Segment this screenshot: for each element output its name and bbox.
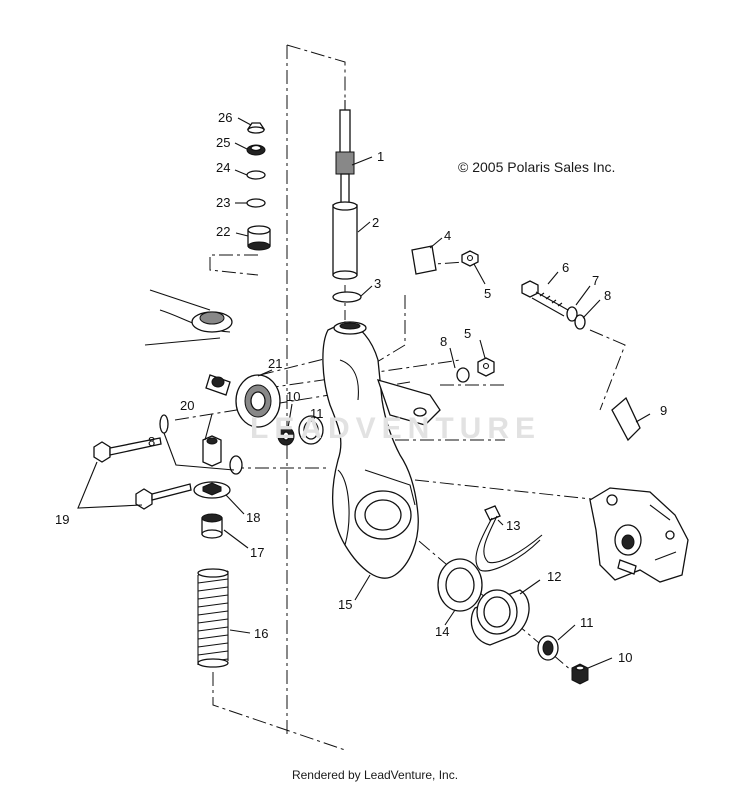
part-9-brake-pad — [611, 396, 641, 442]
callout-labels: 1 2 3 4 5 5 6 7 8 8 8 9 10 10 11 11 12 1… — [55, 110, 667, 665]
part-25-nut — [246, 144, 266, 156]
callout-16: 16 — [254, 626, 268, 641]
callout-19: 19 — [55, 512, 69, 527]
copyright-notice: © 2005 Polaris Sales Inc. — [458, 159, 616, 175]
callout-17: 17 — [250, 545, 264, 560]
callout-9: 9 — [660, 403, 667, 418]
leader-lines — [77, 117, 651, 669]
callout-3: 3 — [374, 276, 381, 291]
part-2-strut-body — [332, 201, 358, 280]
callout-21: 21 — [268, 356, 282, 371]
part-17-bushing — [201, 513, 223, 539]
part-6-bolt — [521, 280, 569, 317]
part-23-washer — [246, 198, 266, 208]
part-21-seal — [235, 374, 281, 428]
part-8-washer-right — [574, 314, 586, 330]
callout-5-mid: 5 — [464, 326, 471, 341]
callout-4: 4 — [444, 228, 451, 243]
part-8-washer-left-lower — [229, 455, 243, 475]
part-12-bearing — [470, 589, 530, 646]
part-14-seal — [437, 558, 483, 612]
callout-11-left: 11 — [310, 406, 324, 421]
part-7-washer — [566, 306, 578, 322]
callout-8-mid: 8 — [440, 334, 447, 349]
part-10-nut-right — [571, 663, 589, 685]
part-19-bolt-upper — [93, 437, 162, 463]
part-22-bushing — [247, 225, 271, 251]
brake-caliper — [589, 487, 689, 583]
callout-6: 6 — [562, 260, 569, 275]
watermark: LEADVENTURE — [250, 412, 542, 445]
part-5-nut-upper — [461, 250, 479, 267]
callout-8-left: 8 — [148, 434, 155, 449]
callout-2: 2 — [372, 215, 379, 230]
part-20-ball-joint — [202, 374, 231, 467]
part-5-nut-mid — [477, 357, 495, 377]
callout-20: 20 — [180, 398, 194, 413]
part-8-washer-left-upper — [159, 414, 169, 434]
part-13-sensor — [475, 505, 543, 572]
part-26-cap — [246, 122, 266, 134]
part-3-seal — [332, 291, 362, 303]
callout-22: 22 — [216, 224, 230, 239]
callout-26: 26 — [218, 110, 232, 125]
callout-13: 13 — [506, 518, 520, 533]
callout-14: 14 — [435, 624, 449, 639]
callout-10-right: 10 — [618, 650, 632, 665]
callout-18: 18 — [246, 510, 260, 525]
callout-1: 1 — [377, 149, 384, 164]
footer-credit: Rendered by LeadVenture, Inc. — [291, 768, 459, 782]
part-15-knuckle — [322, 321, 441, 579]
part-1-strut-rod — [335, 100, 355, 207]
callout-7: 7 — [592, 273, 599, 288]
callout-11-right: 11 — [580, 615, 594, 630]
callout-12: 12 — [547, 569, 561, 584]
callout-5-upper: 5 — [484, 286, 491, 301]
part-24-washer — [246, 170, 266, 180]
callout-23: 23 — [216, 195, 230, 210]
callout-25: 25 — [216, 135, 230, 150]
part-11-bearing-left — [298, 415, 324, 445]
part-19-bolt-lower — [135, 483, 192, 510]
assembly-lines — [174, 44, 626, 751]
strut-tower — [144, 289, 233, 346]
callout-8-right: 8 — [604, 288, 611, 303]
part-11-bearing-right — [537, 635, 559, 661]
part-10-nut-left — [277, 426, 295, 446]
callout-10-left: 10 — [286, 389, 300, 404]
part-16-spring — [197, 568, 229, 668]
part-18-nut — [193, 481, 231, 499]
callout-24: 24 — [216, 160, 230, 175]
callout-15: 15 — [338, 597, 352, 612]
part-8-washer-mid — [456, 367, 470, 383]
part-4-clip — [411, 245, 437, 275]
